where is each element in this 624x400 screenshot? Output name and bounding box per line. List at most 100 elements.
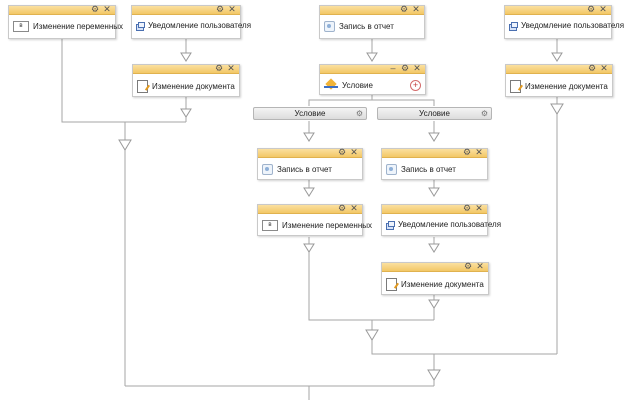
branch-label: Условие bbox=[294, 109, 326, 118]
node-user-notification[interactable]: ⚙ ✕ Уведомление пользователя bbox=[504, 4, 624, 39]
node-label: Запись в отчет bbox=[339, 22, 394, 31]
node-label: Уведомление пользователя bbox=[521, 21, 624, 30]
node-label: Запись в отчет bbox=[277, 165, 332, 174]
arrowhead bbox=[427, 369, 441, 381]
close-icon[interactable]: ✕ bbox=[476, 261, 484, 271]
close-icon[interactable]: ✕ bbox=[228, 4, 236, 14]
report-icon bbox=[262, 164, 273, 175]
node-change-document[interactable]: ⚙ ✕ Изменение документа bbox=[381, 261, 489, 295]
close-icon[interactable]: ✕ bbox=[350, 147, 358, 157]
notification-icon bbox=[386, 221, 395, 230]
node-condition[interactable]: – ⚙ ✕ Условие + bbox=[319, 63, 426, 95]
close-icon[interactable]: ✕ bbox=[599, 4, 607, 14]
variables-icon: в bbox=[13, 21, 29, 32]
node-report-entry[interactable]: ⚙ ✕ Запись в отчет bbox=[381, 147, 488, 180]
arrowhead bbox=[303, 187, 315, 197]
node-label: Изменение документа bbox=[152, 82, 235, 91]
node-header: ⚙ ✕ bbox=[505, 4, 611, 15]
node-user-notification[interactable]: ⚙ ✕ Уведомление пользователя bbox=[131, 4, 251, 39]
edit-document-icon bbox=[137, 80, 148, 93]
settings-icon[interactable]: ⚙ bbox=[215, 4, 225, 14]
variables-icon: в bbox=[262, 220, 278, 231]
close-icon[interactable]: ✕ bbox=[600, 63, 608, 73]
arrowhead bbox=[428, 243, 440, 253]
node-label: Уведомление пользователя bbox=[148, 21, 252, 30]
arrowhead bbox=[366, 52, 378, 62]
close-icon[interactable]: ✕ bbox=[103, 4, 111, 14]
node-header: ⚙ ✕ bbox=[9, 4, 115, 15]
branch-label: Условие bbox=[419, 109, 450, 118]
node-label: Изменение документа bbox=[401, 280, 484, 289]
arrowhead bbox=[551, 52, 563, 62]
edit-document-icon bbox=[386, 278, 397, 291]
connector-line bbox=[308, 237, 434, 321]
minimize-icon[interactable]: – bbox=[390, 63, 396, 73]
arrowhead bbox=[180, 108, 192, 118]
settings-icon[interactable]: ⚙ bbox=[586, 4, 596, 14]
close-icon[interactable]: ✕ bbox=[413, 63, 421, 73]
report-icon bbox=[324, 21, 335, 32]
settings-icon[interactable]: ⚙ bbox=[355, 109, 363, 118]
settings-icon[interactable]: ⚙ bbox=[587, 63, 597, 73]
node-header: ⚙ ✕ bbox=[258, 203, 362, 214]
arrowhead bbox=[428, 187, 440, 197]
settings-icon[interactable]: ⚙ bbox=[399, 4, 409, 14]
node-label: Запись в отчет bbox=[401, 165, 456, 174]
branch-header-right[interactable]: Условие ⚙ bbox=[377, 107, 492, 120]
notification-icon bbox=[136, 22, 145, 31]
report-icon bbox=[386, 164, 397, 175]
close-icon[interactable]: ✕ bbox=[412, 4, 420, 14]
close-icon[interactable]: ✕ bbox=[475, 147, 483, 157]
node-header: ⚙ ✕ bbox=[132, 4, 240, 15]
connector-line bbox=[372, 99, 435, 106]
node-report-entry[interactable]: ⚙ ✕ Запись в отчет bbox=[257, 147, 363, 180]
settings-icon[interactable]: ⚙ bbox=[400, 63, 410, 73]
node-header: ⚙ ✕ bbox=[382, 147, 487, 158]
connector-line bbox=[371, 340, 557, 355]
node-label: Изменение переменных bbox=[282, 221, 373, 230]
close-icon[interactable]: ✕ bbox=[227, 63, 235, 73]
node-header: – ⚙ ✕ bbox=[320, 63, 425, 74]
node-header: ⚙ ✕ bbox=[258, 147, 362, 158]
settings-icon[interactable]: ⚙ bbox=[214, 63, 224, 73]
arrowhead bbox=[428, 132, 440, 142]
node-header: ⚙ ✕ bbox=[133, 63, 239, 74]
add-branch-icon[interactable]: + bbox=[410, 80, 421, 91]
node-label: Уведомление пользователя bbox=[398, 220, 502, 229]
node-change-document[interactable]: ⚙ ✕ Изменение документа bbox=[132, 63, 240, 97]
arrowhead bbox=[550, 103, 564, 115]
node-report-entry[interactable]: ⚙ ✕ Запись в отчет bbox=[319, 4, 425, 39]
edit-document-icon bbox=[510, 80, 521, 93]
node-header: ⚙ ✕ bbox=[382, 203, 487, 214]
node-header: ⚙ ✕ bbox=[382, 261, 488, 272]
node-change-variables[interactable]: ⚙ ✕ в Изменение переменных bbox=[257, 203, 372, 236]
settings-icon[interactable]: ⚙ bbox=[463, 261, 473, 271]
node-user-notification[interactable]: ⚙ ✕ Уведомление пользователя bbox=[381, 203, 501, 236]
node-header: ⚙ ✕ bbox=[506, 63, 612, 74]
arrowheads bbox=[118, 52, 564, 381]
node-label: Изменение документа bbox=[525, 82, 608, 91]
settings-icon[interactable]: ⚙ bbox=[480, 109, 488, 118]
settings-icon[interactable]: ⚙ bbox=[462, 147, 472, 157]
node-label: Условие bbox=[342, 80, 373, 90]
arrowhead bbox=[118, 139, 132, 151]
arrowhead bbox=[428, 299, 440, 309]
node-label: Изменение переменных bbox=[33, 22, 124, 31]
close-icon[interactable]: ✕ bbox=[475, 203, 483, 213]
close-icon[interactable]: ✕ bbox=[350, 203, 358, 213]
settings-icon[interactable]: ⚙ bbox=[337, 147, 347, 157]
node-change-document[interactable]: ⚙ ✕ Изменение документа bbox=[505, 63, 613, 97]
arrowhead bbox=[303, 132, 315, 142]
arrowhead bbox=[303, 243, 315, 253]
settings-icon[interactable]: ⚙ bbox=[462, 203, 472, 213]
node-header: ⚙ ✕ bbox=[320, 4, 424, 15]
settings-icon[interactable]: ⚙ bbox=[90, 4, 100, 14]
settings-icon[interactable]: ⚙ bbox=[337, 203, 347, 213]
node-change-variables[interactable]: ⚙ ✕ в Изменение переменных bbox=[8, 4, 123, 39]
arrowhead bbox=[180, 52, 192, 62]
connector-line bbox=[308, 94, 373, 106]
condition-icon bbox=[324, 80, 338, 90]
connector-line bbox=[61, 38, 186, 123]
branch-header-left[interactable]: Условие ⚙ bbox=[253, 107, 367, 120]
